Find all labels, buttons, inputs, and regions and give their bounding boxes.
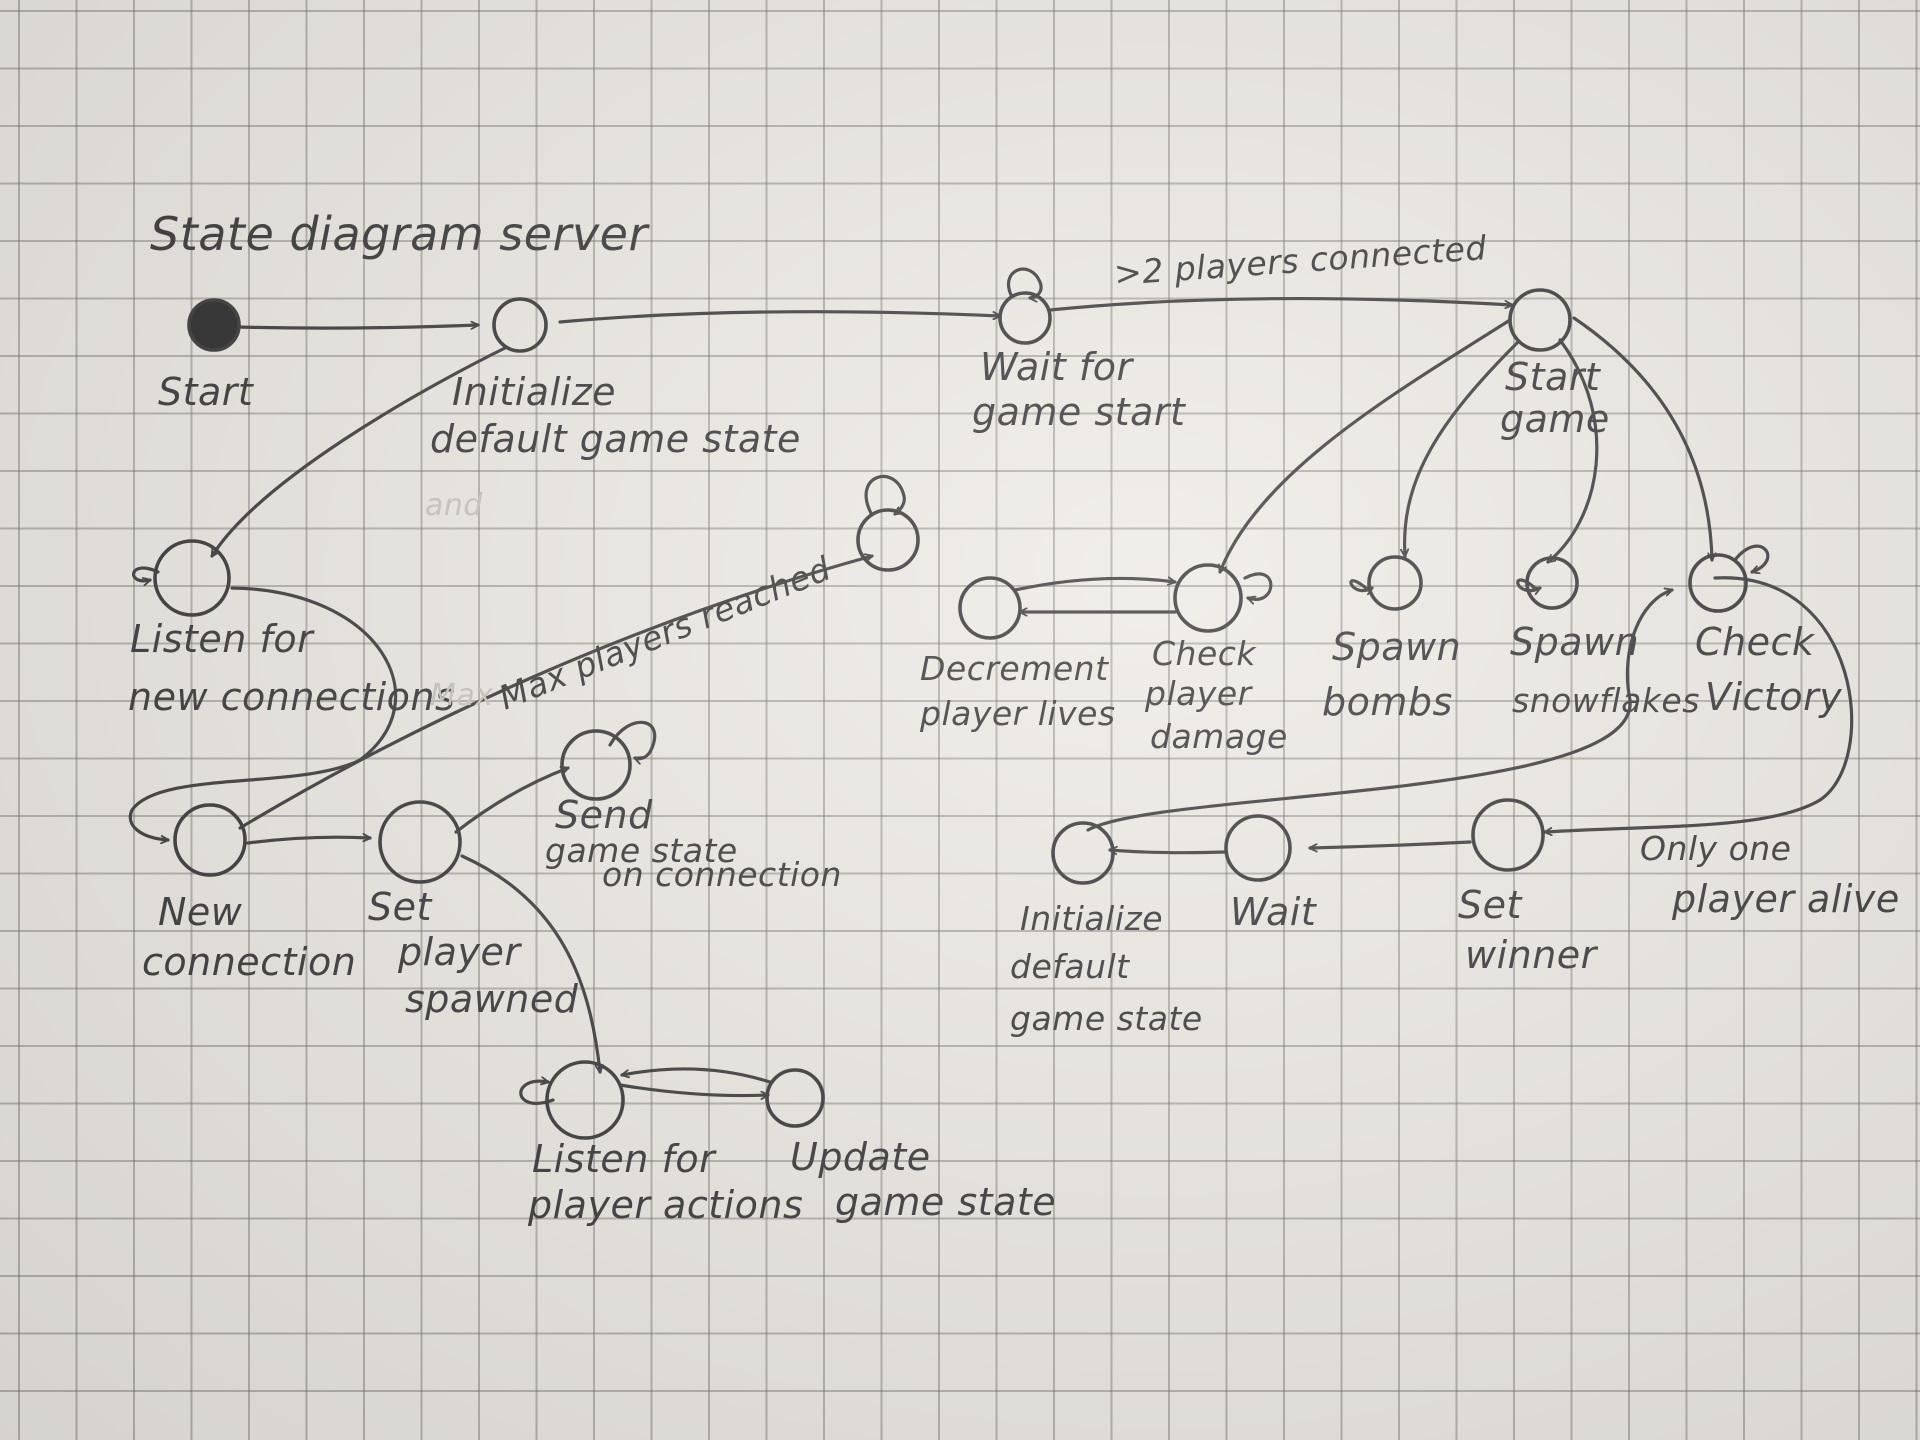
edge-set-player-spawned-to-send: [454, 768, 568, 834]
state-spawn-snowflakes: [1525, 556, 1579, 610]
label-wait: Wait: [1230, 890, 1318, 934]
loop-check-victory: [1733, 544, 1770, 572]
self-loops: [132, 267, 1770, 1105]
label-listen-actions-2: player actions: [527, 1183, 803, 1227]
label-spawn-snowflakes-2: snowflakes: [1512, 681, 1700, 720]
label-spawn-bombs-2: bombs: [1322, 680, 1453, 724]
state-update-game-state: [765, 1068, 825, 1128]
label-check-damage-3: damage: [1150, 717, 1288, 756]
label-spawn-bombs-1: Spawn: [1332, 625, 1461, 669]
state-max-players: [856, 508, 920, 572]
label-listen-connections-1: Listen for: [130, 617, 315, 661]
label-initialize-end-1: Initialize: [1020, 899, 1163, 938]
label-set-winner-1: Set: [1458, 883, 1524, 927]
state-listen-actions: [545, 1060, 625, 1140]
label-check-victory-1: Check: [1695, 620, 1816, 664]
label-start-game-1: Start: [1505, 355, 1602, 399]
label-one-alive-2: player alive: [1671, 877, 1900, 921]
edge-initialize-end-to-check-victory: [1086, 590, 1672, 832]
loop-check-damage: [1243, 572, 1273, 599]
label-wait-start-1: Wait for: [980, 345, 1134, 389]
edge-start-game-to-spawn-bombs: [1405, 340, 1520, 556]
start-node: [187, 298, 241, 352]
label-set-player-1: Set: [368, 885, 434, 929]
edge-start-to-initialize: [236, 325, 478, 328]
label-start-game-2: game: [1500, 397, 1610, 441]
state-send-game-state: [560, 729, 632, 801]
label-max-players: Max players reached: [493, 548, 836, 717]
label-initialize-end-3: game state: [1010, 999, 1203, 1038]
state-start-game: [1508, 288, 1572, 352]
edge-start-game-to-spawn-snowflakes: [1548, 338, 1599, 562]
edge-start-game-to-check-victory: [1572, 316, 1712, 560]
state-check-victory: [1688, 553, 1748, 613]
label-update-2: game state: [835, 1180, 1056, 1224]
label-initialize-end-2: default: [1010, 947, 1130, 986]
label-set-player-2: player: [397, 930, 522, 974]
loop-spawn-bombs: [1349, 579, 1372, 591]
label-set-winner-2: winner: [1465, 933, 1599, 977]
label-initialize-1: Initialize: [452, 370, 616, 414]
state-wait-start: [998, 291, 1052, 345]
label-initialize-2: default game state: [430, 417, 801, 461]
state-set-player-spawned: [378, 800, 462, 884]
edge-listen-connections-to-new-connection: [128, 586, 398, 840]
label-listen-connections-2: new connections: [128, 675, 455, 719]
label-new-connection-1: New: [158, 890, 243, 934]
edge-check-victory-to-set-winner: [1545, 576, 1854, 832]
edge-start-game-to-check-damage: [1220, 318, 1512, 572]
loop-send: [608, 720, 657, 758]
label-send-3: on connection: [602, 855, 842, 894]
state-wait: [1224, 814, 1292, 882]
label-new-connection-2: connection: [142, 940, 356, 984]
state-initialize-end: [1051, 821, 1115, 885]
edge-set-winner-to-wait: [1310, 840, 1472, 848]
edge-new-connection-to-max-players: [238, 556, 872, 830]
diagram-title: State diagram server: [150, 207, 650, 261]
state-nodes: [153, 288, 1748, 1140]
state-initialize: [492, 297, 548, 353]
edge-new-connection-to-set-player-spawned: [246, 837, 370, 845]
label-listen-actions-1: Listen for: [532, 1137, 717, 1181]
loop-listen-connections: [132, 566, 160, 581]
loop-max-players: [864, 474, 906, 517]
edge-initialize-to-wait-start: [558, 310, 1000, 324]
edge-initialize-to-listen-connections: [210, 346, 507, 556]
edge-set-player-spawned-to-listen-actions: [460, 854, 600, 1072]
strike-and: and: [425, 488, 483, 523]
label-send-1: Send: [555, 793, 653, 837]
label-spawn-snowflakes-1: Spawn: [1510, 620, 1639, 664]
strike-max: Max: [430, 678, 494, 713]
label-check-damage-1: Check: [1152, 634, 1257, 673]
state-set-winner: [1471, 798, 1545, 872]
label-check-victory-2: Victory: [1705, 675, 1842, 719]
edge-wait-to-initialize-end: [1110, 850, 1227, 853]
edge-listen-actions-to-update: [618, 1083, 768, 1096]
label-decrement-1: Decrement: [920, 649, 1109, 688]
state-spawn-bombs: [1367, 555, 1423, 611]
label-one-alive-1: Only one: [1640, 829, 1792, 868]
label-send-2: game state: [545, 831, 738, 870]
label-wait-start-2: game start: [972, 390, 1187, 434]
transitions: [128, 296, 1854, 1096]
state-decrement-lives: [958, 576, 1022, 640]
label-decrement-2: player lives: [919, 694, 1116, 733]
loop-listen-actions: [519, 1081, 555, 1105]
labels: State diagram server Start Initialize de…: [128, 207, 1900, 1227]
state-listen-connections: [153, 539, 231, 617]
edge-wait-start-to-start-game: [1048, 296, 1512, 312]
label-players-connected: >2 players connected: [1113, 228, 1489, 293]
edge-update-to-listen-actions: [622, 1067, 772, 1084]
label-check-damage-2: player: [1144, 674, 1254, 713]
edge-decrement-to-check-damage: [1013, 578, 1175, 592]
label-update-1: Update: [790, 1135, 931, 1179]
label-set-player-3: spawned: [405, 977, 579, 1021]
state-new-connection: [173, 803, 247, 877]
start-label: Start: [158, 370, 255, 414]
state-check-damage: [1173, 563, 1243, 633]
